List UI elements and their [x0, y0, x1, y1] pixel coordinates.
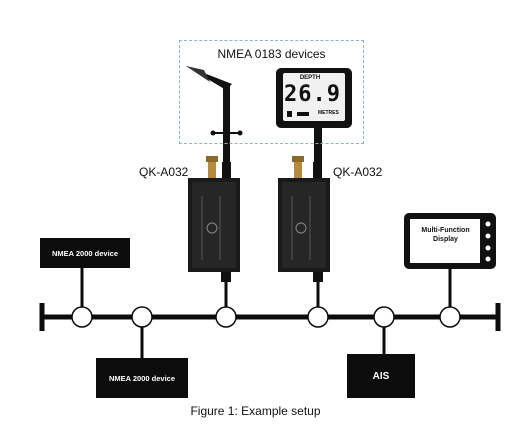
depth-display-value: 26.9	[284, 82, 341, 107]
wind-vane-icon	[186, 66, 243, 162]
nmea0183-group-box	[179, 40, 364, 144]
converter-label-2: QK-A032	[333, 165, 383, 179]
ais-device: AIS	[347, 354, 415, 398]
t-connector	[131, 306, 153, 328]
figure-caption: Figure 1: Example setup	[190, 404, 321, 418]
nmea2000-device-bottom: NMEA 2000 device	[96, 358, 188, 398]
mfd-device-icon	[404, 213, 496, 269]
depth-display-icon	[276, 68, 352, 162]
depth-display-unit: METRES	[318, 110, 339, 116]
converter-device-1	[188, 156, 240, 282]
t-connector	[373, 306, 395, 328]
nmea2000-device-top: NMEA 2000 device	[40, 238, 130, 268]
converter-label-1: QK-A032	[139, 165, 189, 179]
mfd-label: Multi-Function Display	[421, 227, 470, 243]
nmea0183-group-title: NMEA 0183 devices	[217, 47, 326, 61]
t-connector	[71, 306, 93, 328]
t-connector	[439, 306, 461, 328]
depth-display-header: DEPTH	[299, 75, 321, 81]
converter-device-2	[278, 156, 330, 282]
t-connector	[215, 306, 237, 328]
t-connector	[307, 306, 329, 328]
